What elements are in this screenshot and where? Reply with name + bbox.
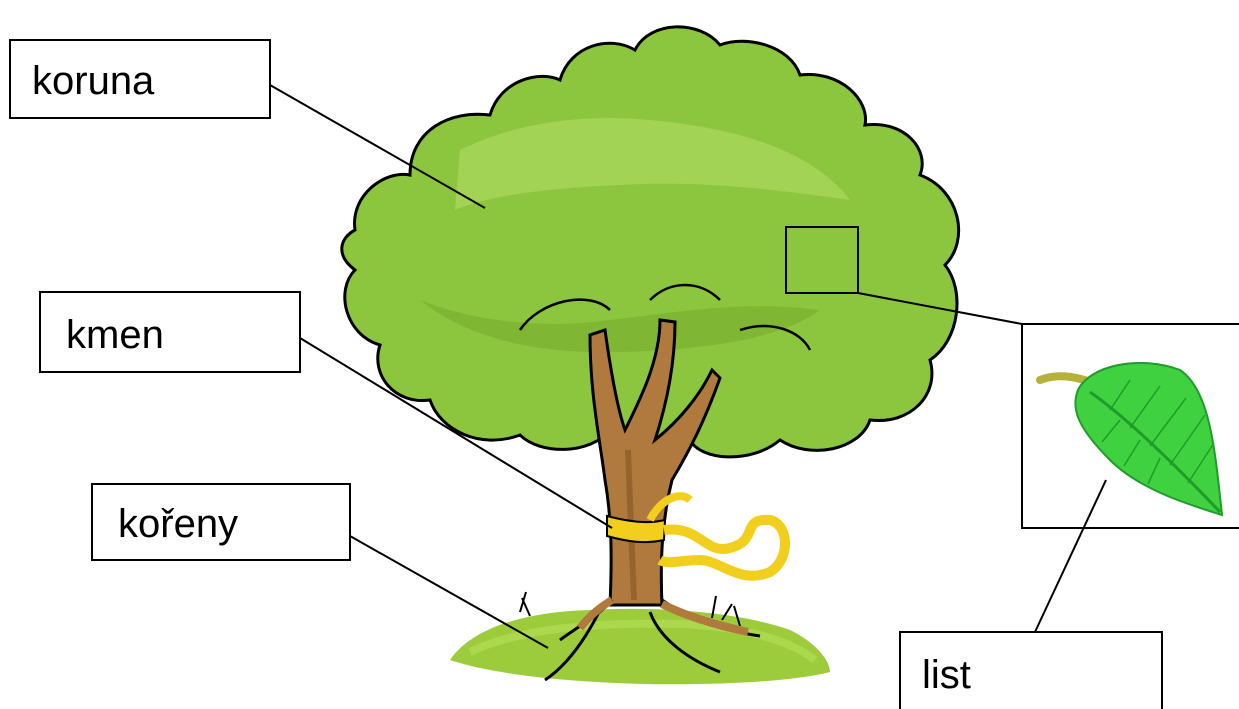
label-roots-text: kořeny bbox=[118, 502, 238, 546]
detail-leader-top bbox=[857, 292, 1023, 325]
trunk-leader bbox=[299, 337, 613, 529]
leaf-icon bbox=[1036, 361, 1224, 517]
crown-leader bbox=[269, 84, 486, 209]
label-leaf: list bbox=[899, 631, 1163, 709]
leaf-detail-marker bbox=[785, 226, 859, 294]
leader-lines bbox=[269, 84, 1107, 649]
trunk-ribbon bbox=[606, 492, 790, 581]
label-roots: kořeny bbox=[91, 483, 351, 561]
label-crown: koruna bbox=[9, 39, 271, 119]
leaf-inset bbox=[1021, 323, 1239, 529]
leaf-leader bbox=[1034, 479, 1107, 633]
label-crown-text: koruna bbox=[32, 59, 155, 103]
label-trunk: kmen bbox=[39, 291, 301, 373]
roots-leader bbox=[349, 535, 549, 649]
label-trunk-text: kmen bbox=[66, 313, 164, 357]
tree-crown bbox=[340, 25, 961, 459]
label-leaf-text: list bbox=[922, 653, 971, 697]
